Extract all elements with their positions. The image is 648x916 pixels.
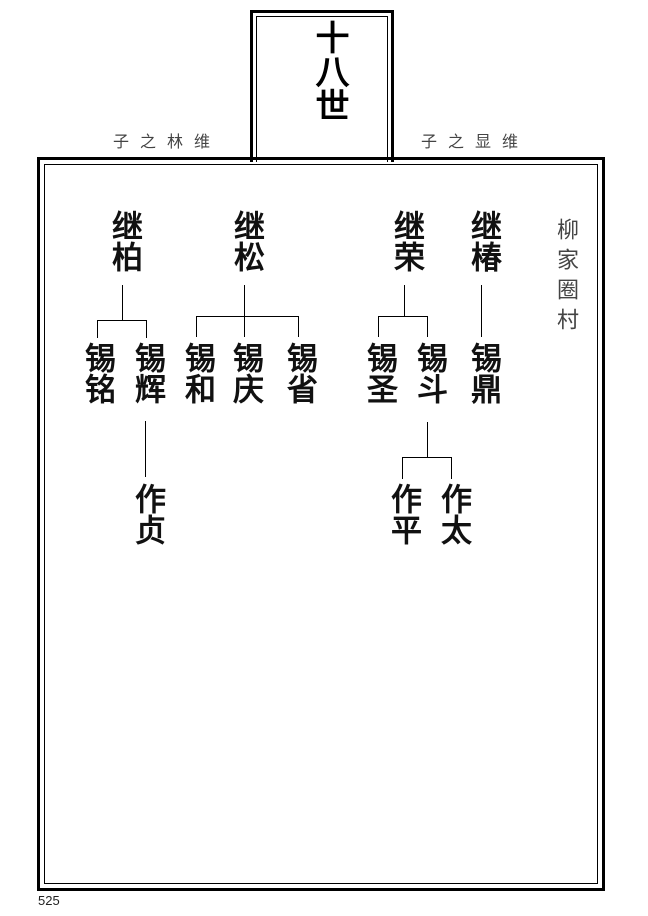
connector-line xyxy=(427,316,428,337)
connector-line xyxy=(122,285,123,320)
connector-line xyxy=(451,457,452,479)
person-zuotai: 作太 xyxy=(435,483,471,545)
main-frame xyxy=(37,157,605,891)
connector-line xyxy=(427,422,428,457)
person-xiqing: 锡庆 xyxy=(227,342,263,404)
person-zuoping: 作平 xyxy=(385,483,421,545)
person-jisong: 继松 xyxy=(228,210,264,272)
person-jibai: 继柏 xyxy=(106,210,142,272)
connector-line xyxy=(196,316,197,337)
connector-line xyxy=(378,316,379,337)
generation-box xyxy=(250,10,394,162)
connector-line xyxy=(97,320,98,338)
connector-line xyxy=(145,421,146,477)
person-jirong: 继荣 xyxy=(388,210,424,272)
connector-line xyxy=(402,457,452,458)
main-frame-inner xyxy=(44,164,598,884)
connector-line xyxy=(402,457,403,479)
right-lineage-label: 子之显维 xyxy=(421,132,530,151)
generation-title: 十八世 xyxy=(309,20,349,122)
left-lineage-label: 子之林维 xyxy=(113,132,222,151)
person-xihui: 锡辉 xyxy=(129,342,165,404)
generation-box-inner xyxy=(256,16,388,162)
connector-line xyxy=(244,285,245,337)
person-zuozhen: 作贞 xyxy=(129,483,165,545)
person-xidou: 锡斗 xyxy=(411,342,447,404)
person-xisheng-sheng: 锡省 xyxy=(281,342,317,404)
person-ximing: 锡铭 xyxy=(79,342,115,404)
person-xiding: 锡鼎 xyxy=(465,342,501,404)
person-xihe: 锡和 xyxy=(179,342,215,404)
village-label: 柳家圈村 xyxy=(553,218,578,338)
connector-line xyxy=(146,320,147,338)
connector-line xyxy=(298,316,299,337)
person-xisheng: 锡圣 xyxy=(361,342,397,404)
page-number: 525 xyxy=(38,893,60,908)
connector-line xyxy=(196,316,299,317)
person-jichun: 继椿 xyxy=(465,210,501,272)
connector-line xyxy=(404,285,405,316)
connector-line xyxy=(97,320,147,321)
connector-line xyxy=(481,285,482,337)
connector-line xyxy=(378,316,428,317)
